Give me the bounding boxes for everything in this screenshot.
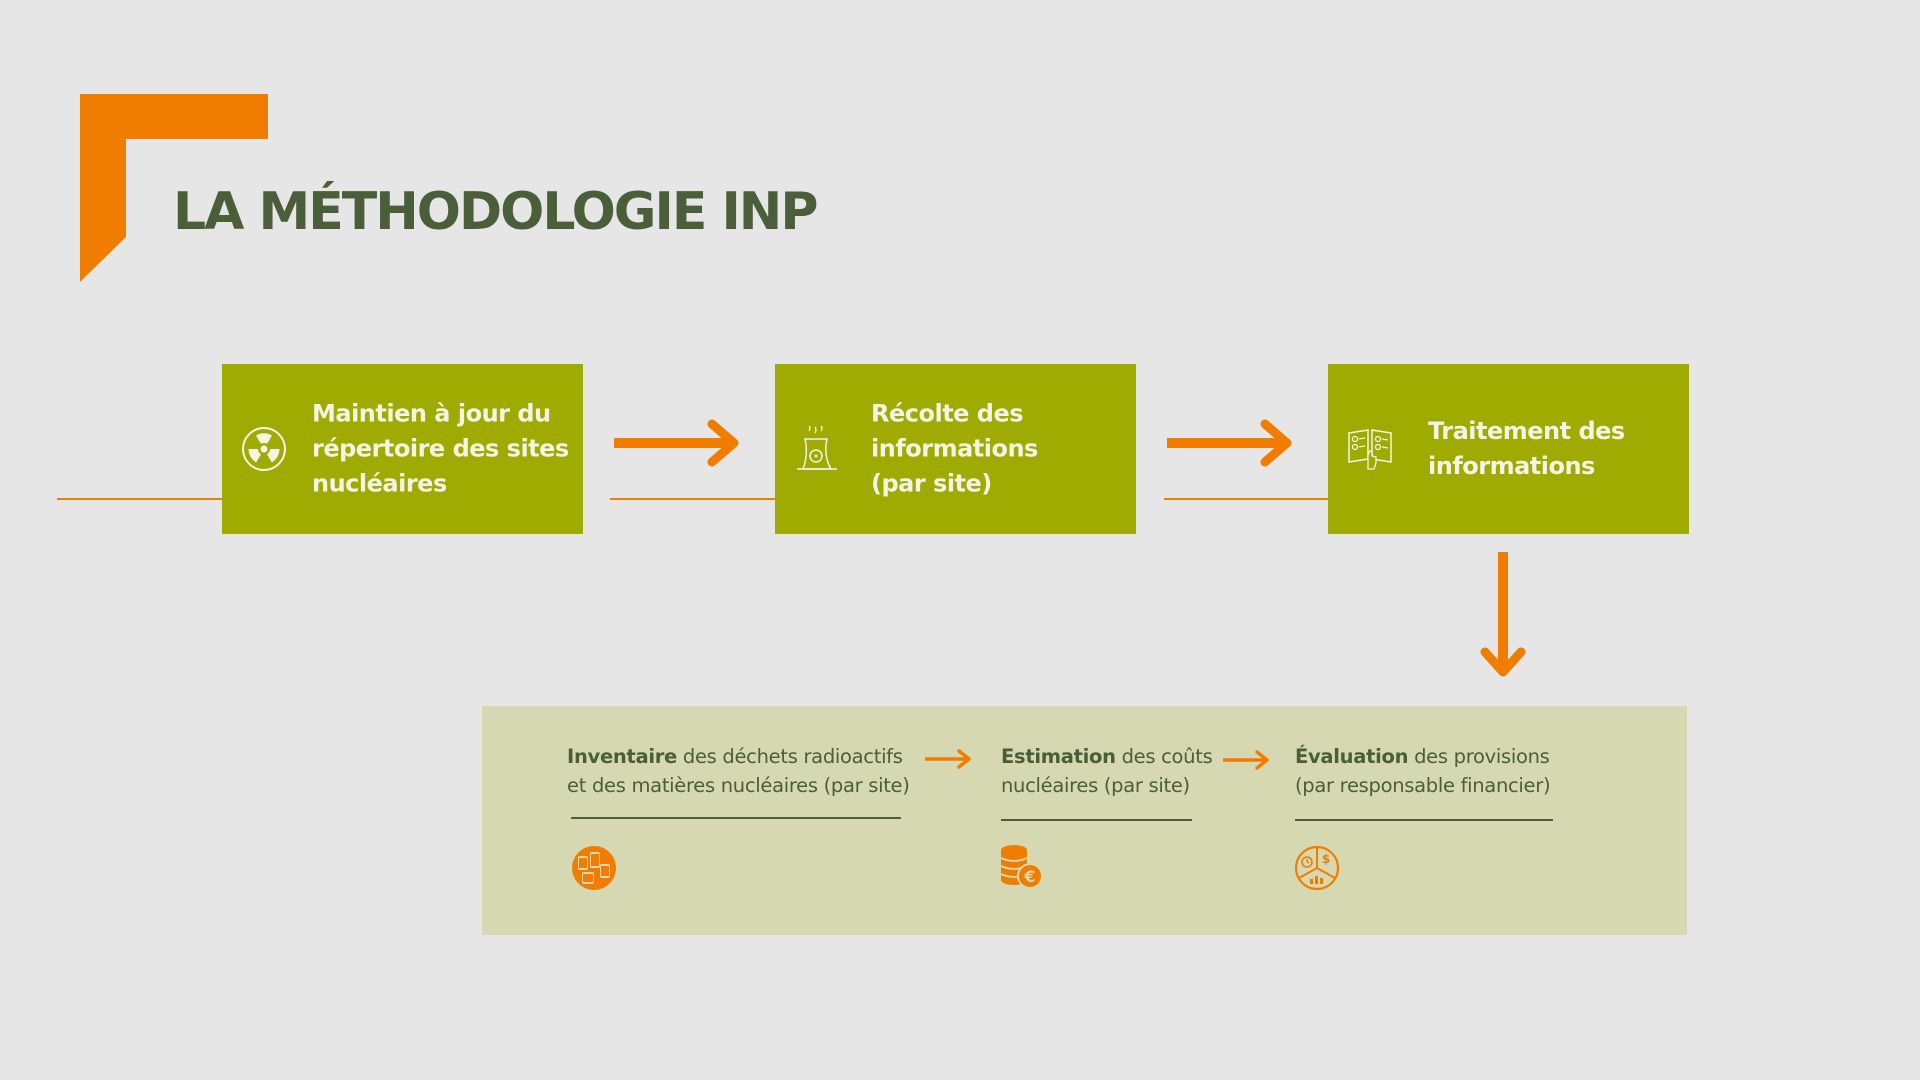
connector-line-1 [57,498,283,500]
corner-decoration-left [80,94,126,282]
arrow-right-icon [1167,419,1292,467]
svg-text:$: $ [1322,852,1330,866]
arrow-right-icon [614,419,739,467]
substep-rule-estimation [1001,819,1192,821]
waste-barrels-icon [572,846,616,890]
substep-estimation: Estimation des coûts nucléaires (par sit… [1001,742,1213,800]
substep-text-evaluation: Évaluation des provisions (par responsab… [1295,745,1551,797]
arrow-right-small-icon [925,749,971,769]
substep-rule-evaluation [1295,819,1553,821]
substep-text-inventaire: Inventaire des déchets radioactifs et de… [567,745,910,797]
step-label-traitement: Traitement des informations [1428,417,1625,480]
substep-rule-inventaire [571,817,901,819]
substep-text-estimation: Estimation des coûts nucléaires (par sit… [1001,745,1213,797]
arrow-right-small-icon [1223,750,1269,770]
step-label-repertoire: Maintien à jour du répertoire des sites … [312,399,569,498]
radiation-icon [242,427,286,471]
step-label-recolte: Récolte des informations (par site) [871,399,1038,498]
nuclear-plant-icon [797,425,837,470]
substep-inventaire: Inventaire des déchets radioactifs et de… [567,742,910,800]
substep-evaluation: Évaluation des provisions (par responsab… [1295,742,1551,800]
connector-line-2 [610,498,836,500]
connector-line-3 [1164,498,1390,500]
page-title: LA MÉTHODOLOGIE INP [173,182,818,242]
arrow-down-icon [1480,552,1526,677]
data-processing-icon [1348,429,1392,470]
step-box-recolte: Récolte des informations (par site) [775,364,1136,534]
step-box-repertoire: Maintien à jour du répertoire des sites … [222,364,583,534]
step-box-traitement: Traitement des informations [1328,364,1689,534]
pie-chart-finance-icon: $ [1294,845,1340,891]
coins-euro-icon: € [1000,845,1043,889]
sub-process-panel: Inventaire des déchets radioactifs et de… [482,706,1687,935]
svg-text:€: € [1023,867,1035,886]
